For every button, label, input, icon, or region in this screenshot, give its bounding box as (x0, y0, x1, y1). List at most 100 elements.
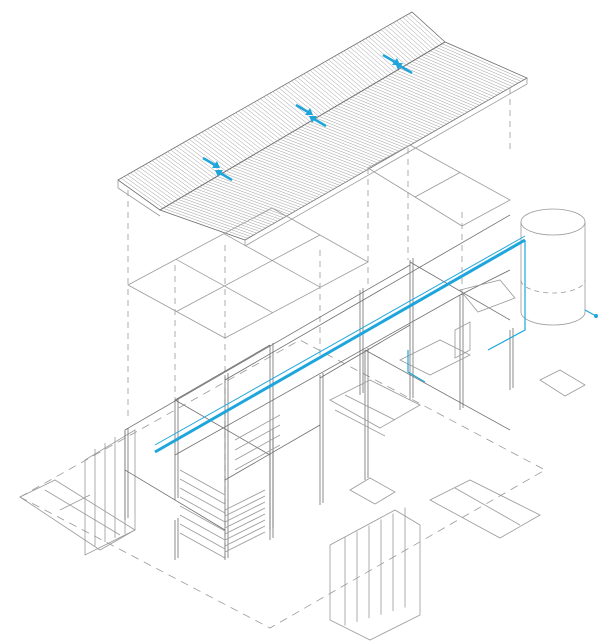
roof-corrugation (165, 206, 252, 237)
roof-corrugation (238, 110, 278, 142)
roof-corrugation (297, 128, 382, 162)
roof-corrugation (399, 68, 483, 104)
canopy (459, 279, 516, 313)
floor-panel-line (44, 489, 121, 536)
bench (334, 409, 386, 437)
roof-corrugation (393, 22, 428, 53)
roof-corrugation (396, 70, 480, 106)
roof-corrugation (177, 199, 263, 231)
steps-front (349, 477, 396, 505)
roof-corrugation (195, 135, 236, 166)
roof-corrugation (246, 158, 332, 191)
roof-corrugation (417, 57, 501, 94)
roof-corrugation (264, 147, 349, 181)
roof-corrugation (339, 103, 424, 138)
roof-corrugation (318, 64, 356, 96)
roof-corrugation (390, 73, 474, 109)
roof-corrugation (324, 112, 409, 147)
shelf (234, 414, 281, 441)
roof-corrugation (168, 204, 254, 236)
roof-corrugation (343, 50, 380, 82)
roof-corrugation (279, 139, 364, 173)
roof-corrugation (269, 93, 308, 124)
roof-corrugation (393, 71, 477, 108)
roof-corrugation (318, 116, 403, 150)
roof-corrugation (371, 34, 407, 66)
roof-corrugation (362, 40, 398, 71)
shelf (234, 434, 281, 461)
roof-corrugation (405, 15, 440, 46)
shelf (179, 496, 226, 523)
beam (224, 214, 511, 381)
shelf (224, 525, 266, 547)
roof-corrugation (204, 183, 290, 215)
roof-corrugation (378, 80, 462, 116)
roof-corrugation (179, 144, 221, 175)
roof-corrugation (291, 131, 376, 166)
roof-corrugation (372, 84, 456, 120)
roof-corrugation (136, 169, 179, 200)
roof-corrugation (130, 172, 173, 204)
roof-corrugation (281, 86, 320, 117)
roof-corrugation (216, 123, 257, 154)
roof-corrugation (272, 91, 311, 122)
roof-corrugation (306, 71, 344, 103)
beam (224, 424, 321, 481)
roof-corrugation (331, 57, 368, 89)
roof-corrugation (263, 96, 302, 128)
roof-corrugation (357, 93, 442, 128)
roof-corrugation (411, 61, 495, 97)
roof-corrugation (273, 142, 358, 176)
arrow-icon (202, 156, 216, 167)
roof-corrugation (363, 89, 447, 125)
roof-corrugation (201, 185, 287, 217)
water-pipe-icon (154, 235, 598, 454)
roof-corrugation (300, 75, 338, 106)
kitchen-counter (399, 339, 471, 376)
roof-corrugation (139, 167, 182, 198)
pipe-tap (407, 350, 426, 383)
roof-corrugation (213, 124, 254, 156)
roof-corrugation (124, 176, 167, 207)
roof-corrugation (303, 124, 388, 159)
roof-corrugation (429, 50, 513, 87)
wall-panel-bottom (329, 509, 421, 641)
roof-corrugation (254, 101, 293, 133)
roof-corrugation (423, 54, 507, 91)
roof-corrugation (164, 153, 206, 184)
shelf (224, 513, 266, 535)
roof-corrugation (210, 179, 296, 212)
kitchen-appliance (454, 321, 471, 359)
roof-corrugation (142, 165, 185, 197)
roof-corrugation (207, 128, 248, 159)
beam (459, 269, 511, 296)
roof-corrugation (312, 68, 350, 99)
roof-corrugation (435, 47, 519, 84)
roof-corrugation (154, 158, 197, 189)
roof-corrugation (120, 178, 164, 209)
beam (174, 294, 461, 456)
beam (409, 261, 511, 321)
roof-corrugation (369, 85, 453, 121)
beam (124, 469, 226, 531)
tank-top (520, 208, 586, 236)
roof-corrugation (353, 45, 389, 76)
shelf (224, 501, 266, 523)
roof-corrugation (226, 117, 266, 149)
roof-edge (244, 83, 528, 247)
roof-corrugation (243, 160, 329, 193)
tank-level (520, 279, 586, 294)
arrow-icon (219, 171, 233, 182)
roof-corrugation (312, 119, 397, 154)
roof-corrugation (375, 82, 459, 118)
floor-panel-line (454, 487, 521, 526)
shelf (224, 495, 266, 517)
roof-corrugation (322, 63, 359, 94)
roof-corrugation (250, 103, 290, 135)
roof-corrugation (244, 107, 284, 138)
roof-corrugation (337, 54, 374, 85)
floor-panel-left (19, 479, 136, 551)
roof-corrugation (258, 151, 344, 184)
roof-corrugation (432, 48, 516, 86)
shelf (224, 489, 266, 511)
